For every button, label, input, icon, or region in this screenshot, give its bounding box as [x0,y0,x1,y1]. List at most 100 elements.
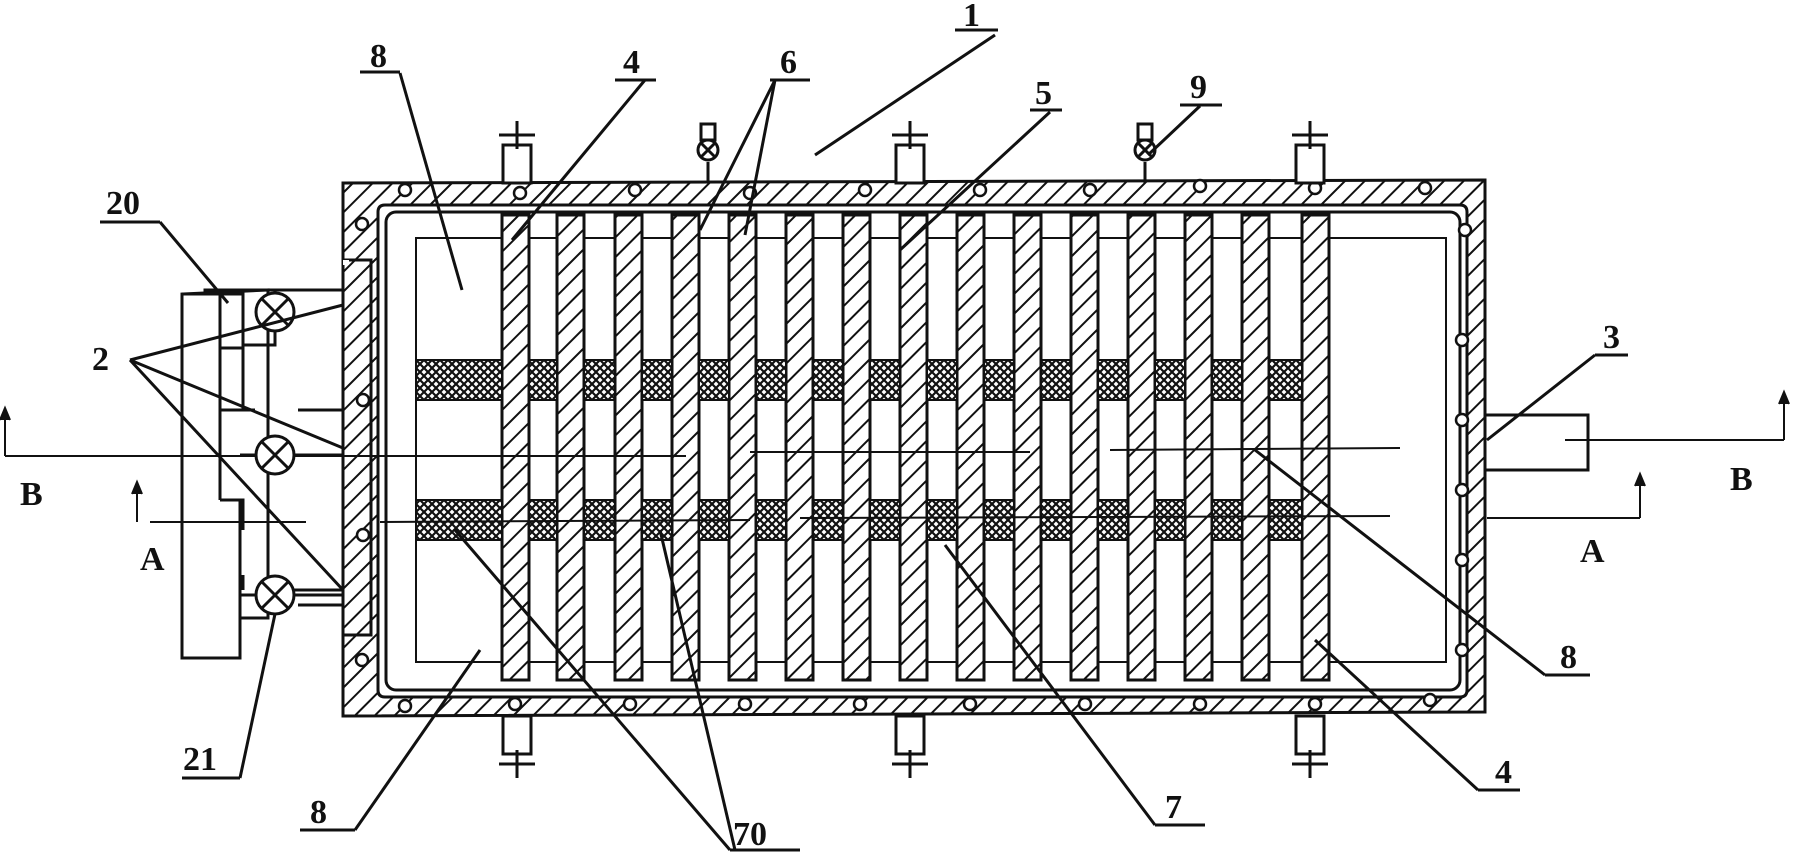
screen-band [1268,359,1303,401]
bolt-icon [1082,182,1098,198]
bolt-icon [962,696,978,712]
screen-band [755,499,787,541]
plate [670,213,701,682]
bolt-icon [1454,482,1470,498]
label-end-plate-right: 4 [1495,754,1512,791]
bolt-icon [355,392,371,408]
screen-band [812,499,844,541]
screen-band [983,499,1015,541]
bolt-icon [1454,412,1470,428]
screen-band [1097,499,1129,541]
bolt-icon [354,216,370,232]
t-clamp-icon [892,714,928,778]
bolt-icon [852,696,868,712]
screen-band [1154,499,1186,541]
inner-liner [384,210,1462,692]
label-inlets: 2 [92,341,109,378]
plate [1240,213,1271,682]
plate [555,213,586,682]
bolt-icon [1192,696,1208,712]
plate [1069,213,1100,682]
screen-band [755,359,787,401]
bolt-icon [1454,332,1470,348]
bolt-icon [1454,552,1470,568]
label-valve-top: 9 [1190,69,1207,106]
section-line-a [799,515,1391,519]
label-chamber-right: 8 [1560,639,1577,676]
bolt-icon [627,182,643,198]
leader-lines [100,28,1628,852]
label-chamber-top-left: 8 [370,38,387,75]
plate [841,213,872,682]
section-line-b [1109,447,1401,451]
plate [784,213,815,682]
bolt-icon [972,182,988,198]
bolt-icon [1192,178,1208,194]
screen-band [926,499,958,541]
bolt-icon [1417,180,1433,196]
label-manifold: 20 [106,185,140,222]
label-end-plate-left: 4 [623,44,640,81]
bolt-icon [1422,692,1438,708]
screen-band [926,359,958,401]
bolt-icon [1307,696,1323,712]
bolt-icon [507,696,523,712]
label-plates: 6 [780,44,797,81]
label-channel: 7 [1165,789,1182,826]
t-clamp-icon [892,121,928,185]
label-valve-bottom: 21 [183,741,217,778]
plate [1183,213,1214,682]
plate [955,213,986,682]
outlet-pipe [1485,413,1590,472]
t-clamp-icon [1292,714,1328,778]
chamber-frame [415,237,1447,663]
plate [727,213,758,682]
bolt-icon [355,527,371,543]
screen-band [1040,499,1072,541]
valve-icon [254,574,296,616]
bolt-icon [1454,642,1470,658]
t-clamp-icon [499,714,535,778]
screen-band [1154,359,1186,401]
bolt-icon [1457,222,1473,238]
screen-band [983,359,1015,401]
screen-band [583,359,616,401]
bolt-icon [857,182,873,198]
labels: 1 8 4 6 5 9 20 2 B A 3 B A 8 4 7 70 8 21 [20,0,1753,853]
screen-band [869,499,901,541]
bolt-icon [397,698,413,714]
label-section-a-left: A [140,541,165,578]
plate [1012,213,1043,682]
valve-icon [254,434,296,476]
bolt-icon [397,182,413,198]
left-flange [341,258,373,637]
screen-band [528,499,558,541]
label-section-a-right: A [1580,533,1605,570]
bolt-icon [354,652,370,668]
t-clamp-icon [499,121,535,185]
plate [1126,213,1157,682]
section-lines [0,389,1790,523]
label-chamber-bottom-left: 8 [310,794,327,831]
screen-band [1211,499,1243,541]
plate [613,213,644,682]
valve-icon [696,122,720,183]
screen-band [869,359,901,401]
screen-band [1040,359,1072,401]
plate-stack [500,213,1331,682]
plate [1300,213,1331,682]
label-middle-plate: 5 [1035,75,1052,112]
inlet-pipes [182,288,343,655]
t-clamp-icon [1292,121,1328,185]
screen-band [641,359,673,401]
plate [898,213,929,682]
screen-band [812,359,844,401]
bolt-icon [737,696,753,712]
screen-band [1097,359,1129,401]
label-housing: 1 [963,0,980,34]
label-section-b-left: B [20,476,43,513]
label-section-b-right: B [1730,461,1753,498]
screen-band [1211,359,1243,401]
bolt-icon [622,696,638,712]
